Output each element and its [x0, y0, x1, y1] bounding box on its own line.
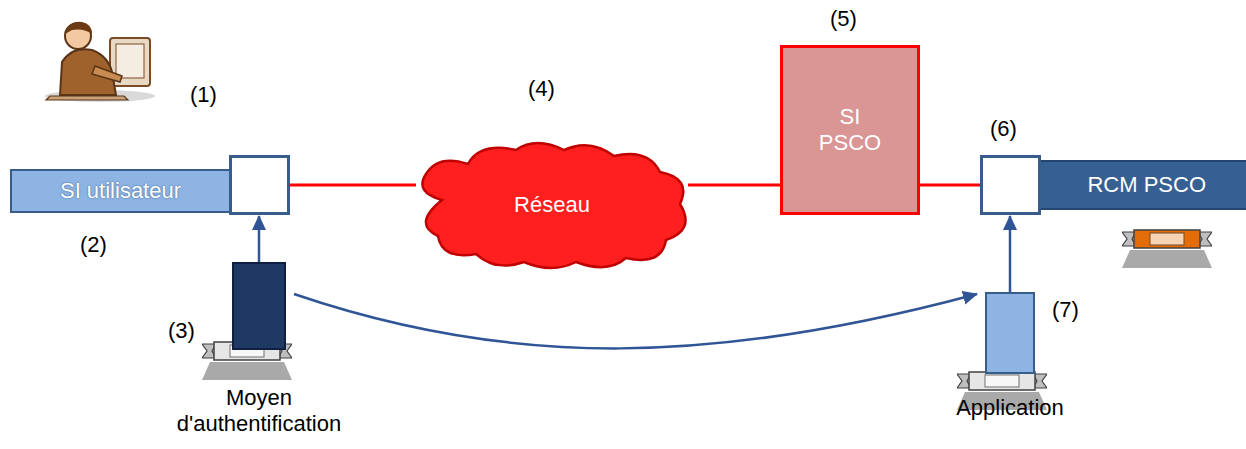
system-bar: SI utilisateur: [10, 169, 231, 213]
callout-number: (2): [80, 232, 107, 258]
node-label: Moyen d'authentification: [159, 385, 359, 437]
arrow-connector: [1009, 216, 1012, 292]
callout-number: (7): [1052, 297, 1079, 323]
auth-device: Moyen d'authentification: [232, 262, 286, 350]
arrow-connector: [258, 216, 261, 262]
node-label: Réseau: [514, 192, 590, 218]
network-link: [688, 184, 780, 187]
node-label: SI utilisateur: [60, 178, 181, 204]
connector-port: [980, 155, 1041, 215]
application-device: Application: [985, 292, 1035, 374]
node-label: Application: [920, 395, 1100, 421]
arrow-connector: [294, 294, 977, 348]
node-label: SI PSCO: [815, 104, 885, 156]
callout-number: (6): [990, 116, 1017, 142]
callout-number: (5): [830, 6, 857, 32]
system-block: RCM PSCO: [980, 155, 1246, 215]
callout-number: (4): [528, 76, 555, 102]
cloud-outline: [422, 143, 685, 268]
network-link: [290, 184, 416, 187]
callout-number: (3): [168, 318, 195, 344]
system-block: SI utilisateur: [10, 155, 290, 215]
connector-port: [229, 155, 290, 215]
network-link: [920, 184, 980, 187]
node-label: RCM PSCO: [1087, 172, 1206, 198]
network-cloud: Réseau: [412, 140, 692, 270]
callout-number: (1): [190, 82, 217, 108]
ribbon-icon: [1122, 230, 1212, 268]
user-illustration: [45, 22, 155, 102]
system-bar: RCM PSCO: [1039, 160, 1246, 210]
system-box: SI PSCO: [780, 45, 920, 215]
